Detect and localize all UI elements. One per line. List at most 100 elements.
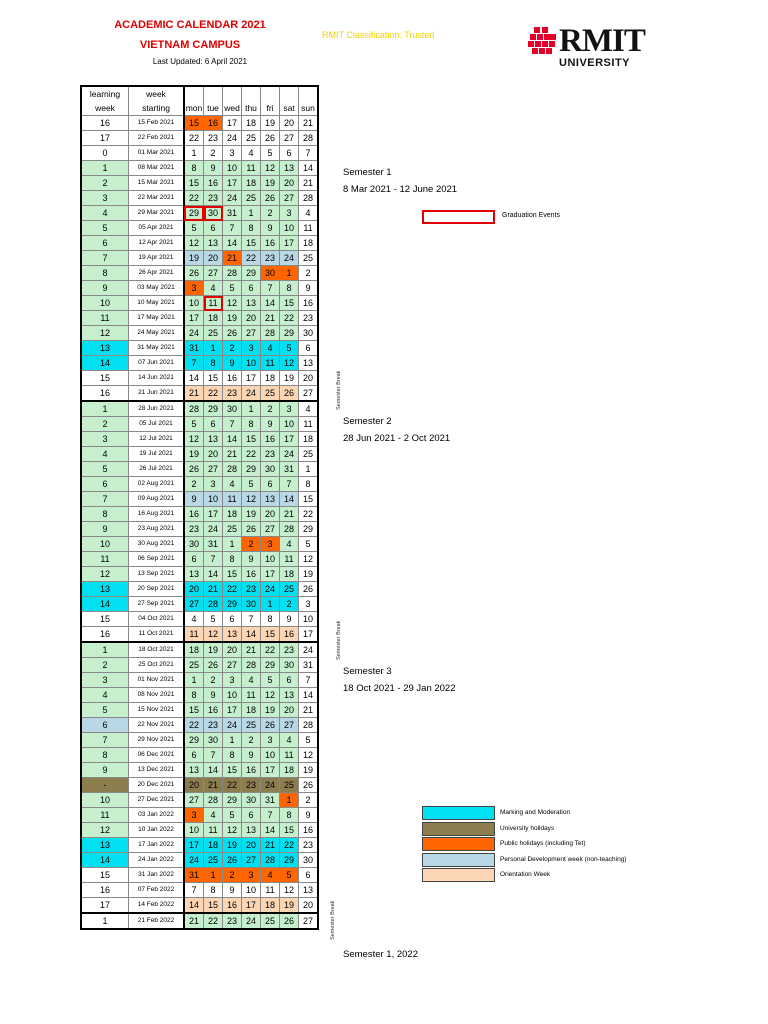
day-cell: 4 (279, 732, 299, 748)
day-cell: 10 (279, 220, 299, 236)
day-cell: 26 (222, 852, 242, 868)
learning-week-cell: 15 (80, 370, 129, 386)
day-cell: 23 (279, 641, 299, 658)
day-cell: 26 (183, 265, 204, 281)
day-cell: 19 (222, 837, 242, 853)
day-cell: 8 (183, 687, 204, 703)
column-header (279, 85, 299, 101)
week-starting-cell: 04 Oct 2021 (128, 611, 185, 627)
day-cell: 28 (279, 521, 299, 537)
week-starting-cell: 02 Aug 2021 (128, 476, 185, 492)
semester-dates: 18 Oct 2021 - 29 Jan 2022 (343, 683, 456, 694)
day-cell: 27 (298, 912, 319, 930)
day-cell: 7 (279, 476, 299, 492)
day-cell: 22 (222, 581, 242, 597)
day-cell: 19 (260, 175, 280, 191)
learning-week-cell: 5 (80, 461, 129, 477)
column-header: starting (128, 101, 185, 116)
day-cell: 27 (241, 852, 261, 868)
day-cell: 26 (279, 385, 299, 402)
learning-week-cell: 13 (80, 581, 129, 597)
learning-week-cell: 4 (80, 205, 129, 221)
day-cell: 6 (298, 867, 319, 883)
semester-dates: 28 Jun 2021 - 2 Oct 2021 (343, 433, 451, 444)
legend-swatch (422, 806, 495, 820)
learning-week-cell: 1 (80, 400, 129, 417)
learning-week-cell: 0 (80, 145, 129, 161)
learning-week-cell: 11 (80, 807, 129, 823)
day-cell: 19 (183, 446, 204, 462)
day-cell: 22 (203, 912, 223, 930)
day-cell: 21 (260, 837, 280, 853)
day-cell: 1 (241, 205, 261, 221)
day-cell: 23 (222, 385, 242, 402)
day-cell: 8 (298, 476, 319, 492)
learning-week-cell: 8 (80, 265, 129, 281)
rmit-pixel-mark-icon (528, 27, 556, 54)
day-cell: 26 (203, 657, 223, 673)
day-cell: 29 (203, 400, 223, 417)
day-cell: 11 (222, 491, 242, 507)
day-cell: 10 (298, 611, 319, 627)
week-starting-cell: 13 Dec 2021 (128, 762, 185, 778)
day-cell: 18 (241, 702, 261, 718)
day-cell: 26 (260, 717, 280, 733)
day-cell: 7 (183, 882, 204, 898)
day-cell: 26 (222, 325, 242, 341)
day-cell: 12 (260, 687, 280, 703)
day-cell: 21 (298, 702, 319, 718)
column-header: sun (298, 101, 319, 116)
day-cell: 15 (241, 235, 261, 251)
week-starting-cell: 06 Sep 2021 (128, 551, 185, 567)
day-cell: 24 (183, 325, 204, 341)
day-cell: 2 (183, 476, 204, 492)
day-cell: 24 (298, 641, 319, 658)
day-cell: 16 (203, 175, 223, 191)
day-cell: 5 (279, 867, 299, 883)
day-cell: 23 (241, 777, 261, 793)
day-cell: 14 (183, 370, 204, 386)
day-cell: 26 (260, 130, 280, 146)
day-cell: 2 (279, 596, 299, 612)
learning-week-cell: 14 (80, 852, 129, 868)
day-cell: 17 (222, 115, 242, 131)
day-cell: 18 (298, 431, 319, 447)
legend-swatch (422, 852, 495, 867)
day-cell: 15 (241, 431, 261, 447)
column-header: tue (203, 101, 223, 116)
day-cell: 28 (298, 190, 319, 206)
learning-week-cell: 10 (80, 536, 129, 552)
week-starting-cell: 29 Nov 2021 (128, 732, 185, 748)
learning-week-cell: 9 (80, 521, 129, 537)
day-cell: 21 (260, 310, 280, 326)
day-cell: 7 (241, 611, 261, 627)
day-cell: 30 (222, 400, 242, 417)
day-cell: 2 (203, 145, 223, 161)
day-cell: 13 (183, 566, 204, 582)
day-cell: 20 (279, 702, 299, 718)
day-cell: 25 (298, 250, 319, 266)
day-cell: 20 (241, 310, 261, 326)
day-cell: 15 (260, 626, 280, 643)
semester-1-block: Semester 1 8 Mar 2021 - 12 June 2021 (343, 164, 457, 198)
day-cell: 1 (183, 145, 204, 161)
week-starting-cell: 12 Apr 2021 (128, 235, 185, 251)
day-cell: 14 (260, 295, 280, 311)
day-cell: 29 (183, 732, 204, 748)
day-cell: 13 (183, 762, 204, 778)
day-cell: 10 (260, 747, 280, 763)
day-cell: 25 (203, 325, 223, 341)
day-cell: 13 (279, 160, 299, 176)
day-cell: 23 (298, 310, 319, 326)
day-cell: 25 (260, 912, 280, 930)
day-cell: 9 (260, 416, 280, 432)
